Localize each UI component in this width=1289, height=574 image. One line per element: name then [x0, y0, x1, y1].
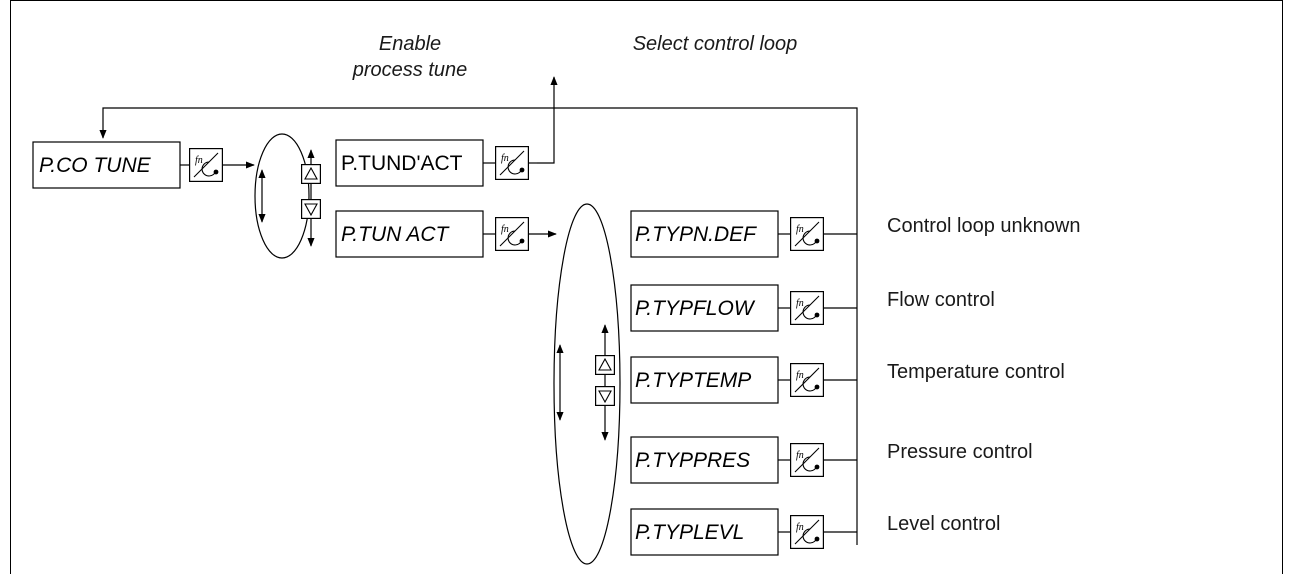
- option-code: P.TYPTEMP: [635, 369, 751, 392]
- option-code-box[interactable]: [630, 508, 779, 556]
- function-key-icon[interactable]: [790, 363, 824, 397]
- option-description: Temperature control: [887, 361, 1065, 383]
- option-code: P.TYPLEVL: [635, 521, 744, 544]
- option-code-box[interactable]: [630, 210, 779, 258]
- option-code-box[interactable]: [630, 356, 779, 404]
- function-key-icon[interactable]: [790, 515, 824, 549]
- function-key-icon[interactable]: [790, 291, 824, 325]
- p-co-tune-box[interactable]: [32, 141, 181, 189]
- option-row-3: P.TYPPRES Pressure control: [630, 436, 1033, 484]
- down-key-icon[interactable]: [595, 386, 615, 406]
- outer-frame: [10, 0, 1283, 574]
- p-tund-act-label: P.TUND'ACT: [341, 152, 463, 175]
- option-row-4: P.TYPLEVL Level control: [630, 508, 1000, 556]
- p-tun-act-label: P.TUN ACT: [341, 223, 451, 246]
- option-row-0: P.TYPN.DEF Control loop unknown: [630, 210, 1080, 258]
- option-description: Pressure control: [887, 441, 1033, 463]
- option-code: P.TYPN.DEF: [635, 223, 757, 246]
- function-key-icon[interactable]: [790, 443, 824, 477]
- header-select-control-loop: Select control loop: [633, 33, 798, 55]
- up-key-icon[interactable]: [301, 164, 321, 184]
- p-co-tune-label: P.CO TUNE: [39, 154, 152, 177]
- up-key-icon[interactable]: [595, 355, 615, 375]
- header-enable-line1: Enable: [379, 33, 441, 55]
- function-key-icon[interactable]: [189, 148, 223, 182]
- function-key-icon[interactable]: [790, 217, 824, 251]
- option-description: Control loop unknown: [887, 215, 1080, 237]
- option-code: P.TYPPRES: [635, 449, 750, 472]
- down-key-icon[interactable]: [301, 199, 321, 219]
- function-key-icon[interactable]: [495, 217, 529, 251]
- function-key-icon[interactable]: [495, 146, 529, 180]
- selection-oval-large: [553, 203, 621, 565]
- option-description: Flow control: [887, 289, 995, 311]
- return-loop-connector: [99, 76, 858, 545]
- option-row-1: P.TYPFLOW Flow control: [630, 284, 995, 332]
- option-description: Level control: [887, 513, 1000, 535]
- selection-oval-small: [254, 133, 310, 259]
- p-tund-act-box[interactable]: [335, 139, 484, 187]
- option-code: P.TYPFLOW: [635, 297, 756, 320]
- header-enable-line2: process tune: [352, 59, 468, 81]
- option-row-2: P.TYPTEMP Temperature control: [630, 356, 1065, 404]
